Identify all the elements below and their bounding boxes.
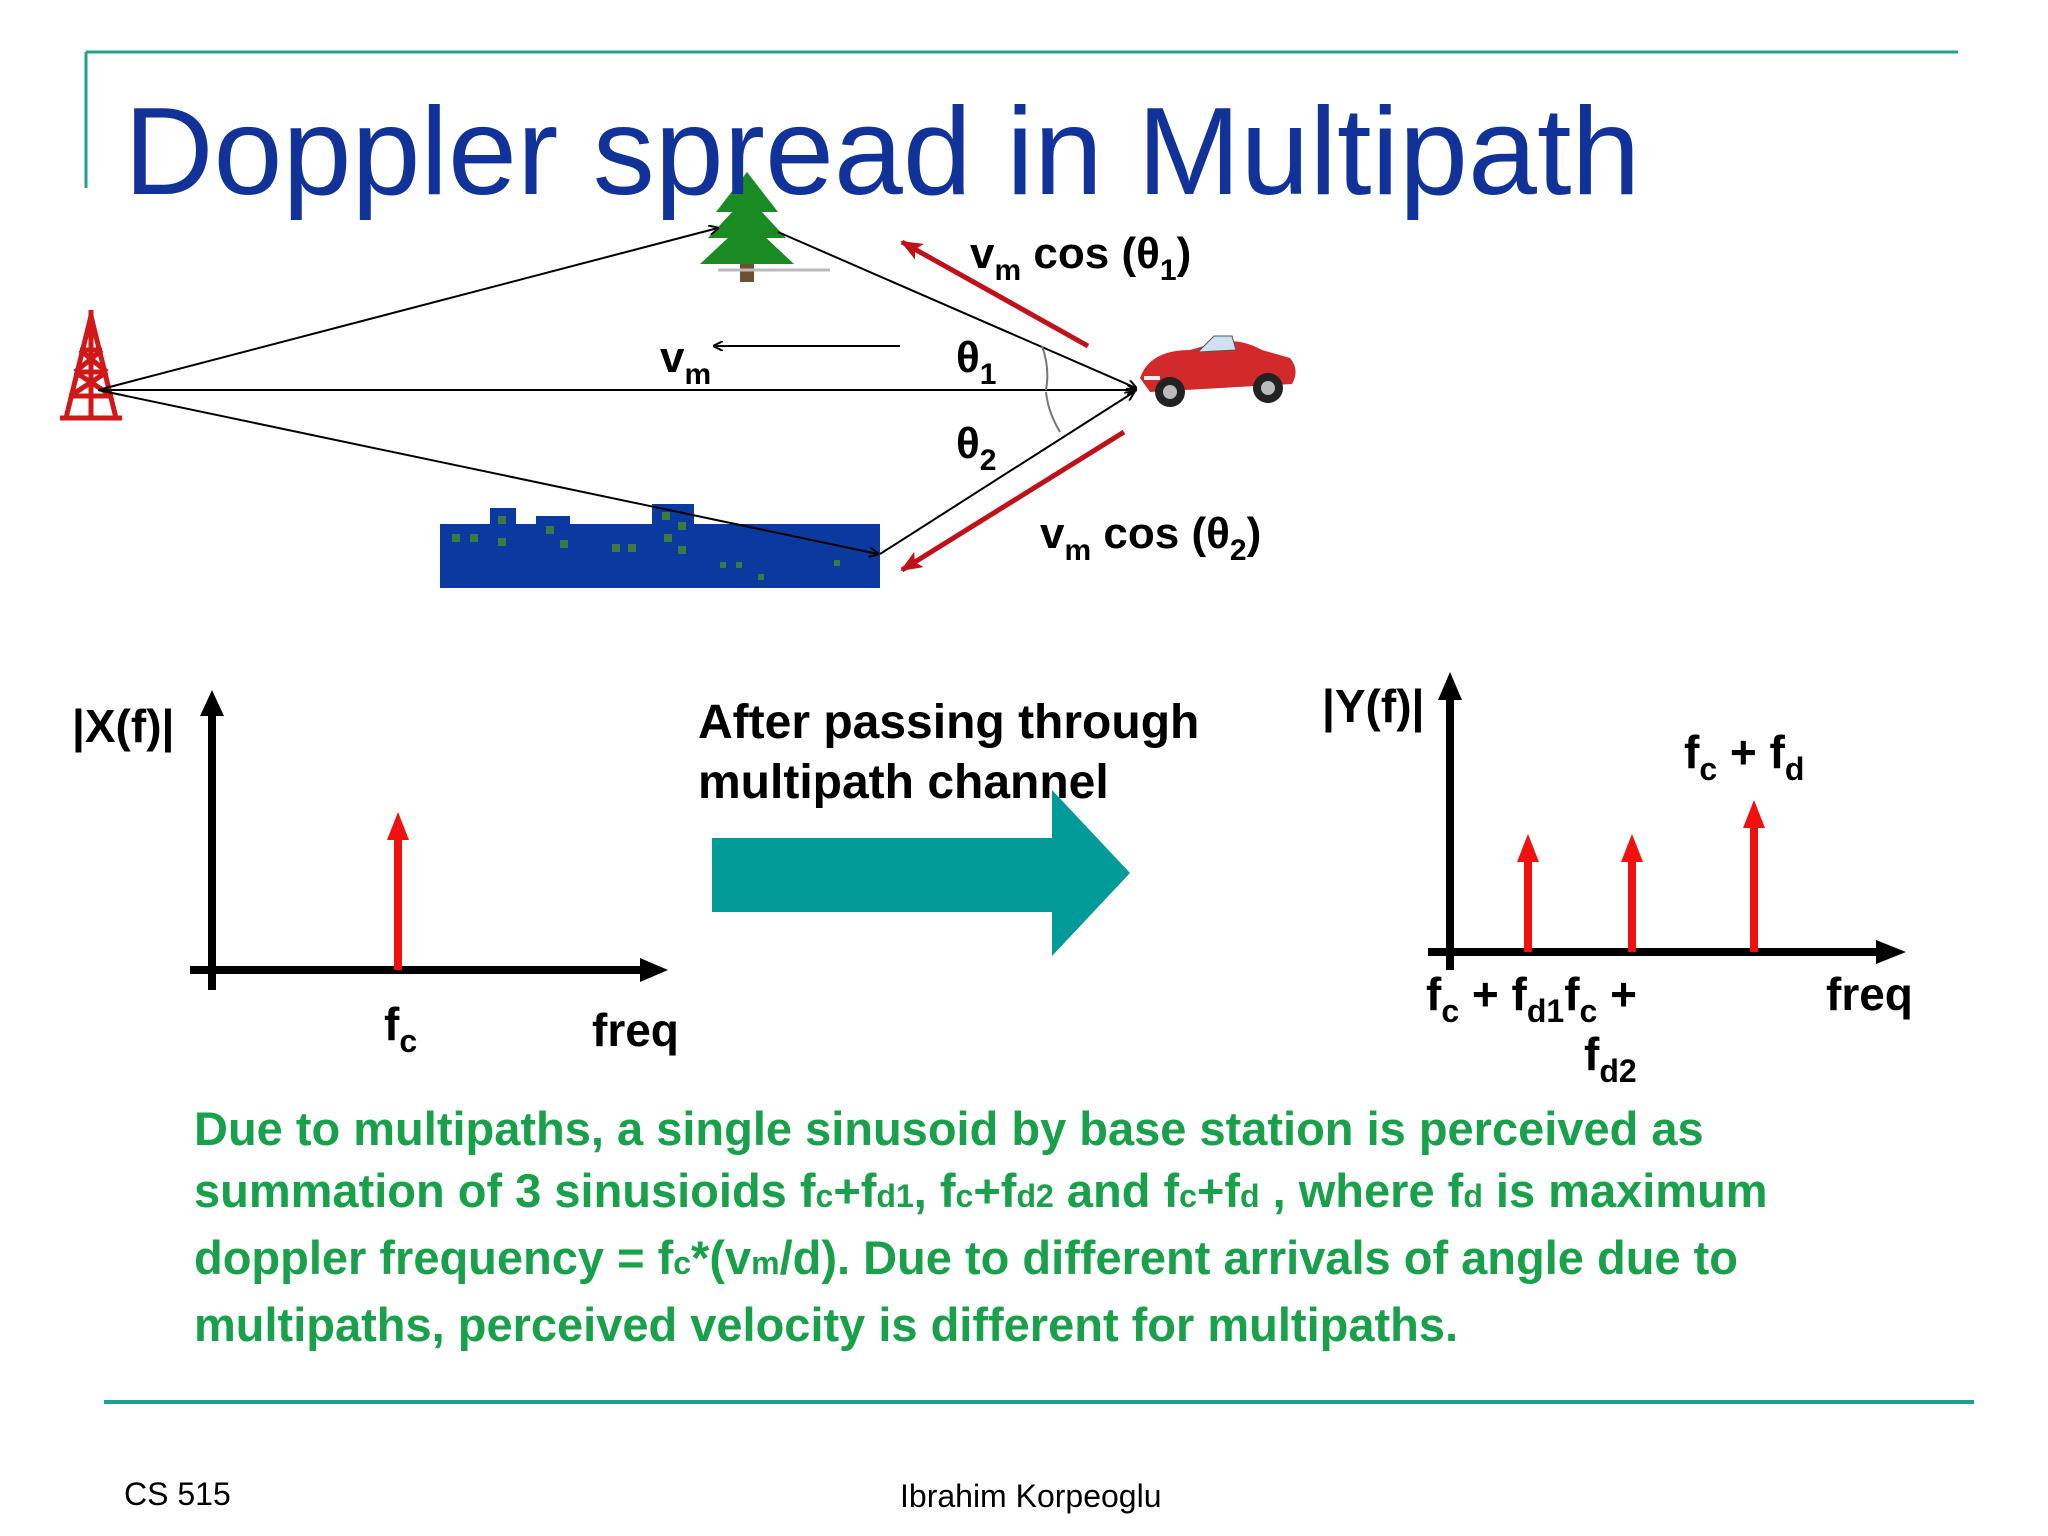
tree-icon [700,172,830,282]
component1-label: vm cos (θ1) [970,229,1191,287]
output-axis-label-line1: fc + fd1fc + [1426,968,1637,1029]
velocity-label: vm [660,333,711,391]
output-x-label: freq [1826,968,1913,1020]
building-windows [452,512,840,580]
theta1-label: θ1 [956,333,996,391]
input-spectrum: |X(f)| freq fc [72,690,679,1059]
channel-block-arrow [712,790,1130,956]
propagation-paths [97,228,1136,554]
footer-author: Ibrahim Korpeoglu [900,1478,1162,1514]
theta1-arc [1041,345,1049,391]
component2-label: vm cos (θ2) [1040,509,1261,567]
output-peak-label: fc + fd [1684,726,1804,787]
output-spike-fd2-arrowhead [1621,834,1643,862]
channel-label-line2: multipath channel [698,756,1109,809]
input-x-axis-arrowhead [640,958,668,982]
channel-label-line1: After passing through [698,696,1199,749]
input-fc-label: fc [384,998,417,1059]
slide-title: Doppler spread in Multipath [124,83,1641,221]
output-y-label: |Y(f)| [1322,680,1424,732]
car-icon [1140,335,1296,407]
theta2-label: θ2 [956,419,996,477]
building-skyline-icon [440,504,880,588]
theta2-arc [1045,391,1061,433]
input-y-axis-arrowhead [200,690,224,716]
output-axis-label-line2: fd2 [1584,1028,1637,1089]
explanation-note: Due to multipaths, a single sinusoid by … [194,1102,1768,1351]
input-y-label: |X(f)| [72,700,174,752]
footer-course: CS 515 [124,1476,231,1512]
output-spike-fd-arrowhead [1743,800,1765,828]
output-spike-fd1-arrowhead [1517,834,1539,862]
output-y-axis-arrowhead [1438,672,1462,700]
input-x-label: freq [592,1004,679,1056]
velocity-component-arrow-1 [900,239,1090,349]
input-carrier-spike-arrowhead [387,812,409,840]
output-x-axis-arrowhead [1876,940,1906,964]
tower-icon [60,310,122,421]
output-spectrum: |Y(f)| freq fc + fd fc + fd1fc + fd2 [1322,672,1913,1089]
velocity-component-arrow-2 [900,429,1126,573]
